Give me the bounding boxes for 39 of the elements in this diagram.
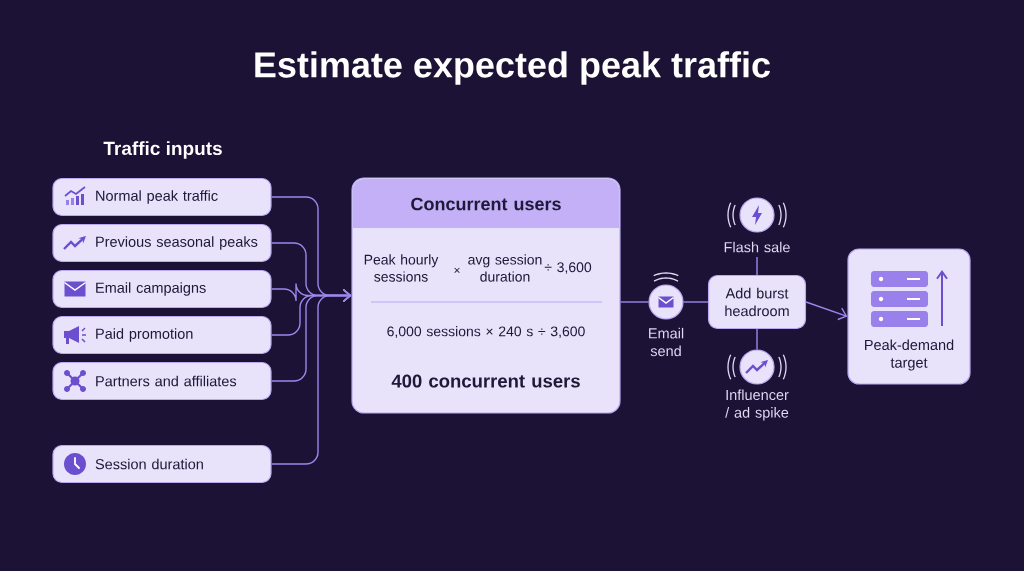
- calculation: 6,000 sessions × 240 s ÷ 3,600: [387, 326, 585, 338]
- lightning-icon: [752, 205, 762, 225]
- icon-circle: [739, 197, 775, 233]
- input-box: Email campaigns: [52, 269, 272, 309]
- formula-term: Peak hourly sessions: [364, 254, 439, 282]
- connector-line: [756, 328, 758, 351]
- input-box: Normal peak traffic: [52, 177, 272, 217]
- arrow: [805, 301, 848, 321]
- trend-arrow-icon: [63, 236, 86, 250]
- input-box: Session duration: [52, 444, 272, 484]
- process-box: Add burst headroom: [707, 274, 807, 330]
- caption: Email send: [649, 327, 684, 357]
- formula-card: [351, 177, 621, 414]
- formula-term: ÷ 3,600: [544, 262, 592, 274]
- clock-icon: [64, 453, 86, 475]
- envelope-icon: [657, 296, 675, 308]
- title: Estimate expected peak traffic: [255, 51, 770, 85]
- input-box: Paid promotion: [52, 315, 272, 355]
- operator: ×: [454, 267, 460, 273]
- chart-icon: [64, 186, 86, 205]
- card-label: Peak-demand target: [865, 339, 954, 371]
- trend-arrow-icon: [745, 360, 768, 374]
- megaphone-icon: [64, 326, 87, 344]
- arrow: [270, 288, 352, 465]
- icon-circle: [739, 349, 775, 385]
- formula-term: avg session duration: [468, 254, 542, 282]
- up-arrow-icon: [936, 270, 948, 327]
- server-stack-icon: [871, 271, 928, 327]
- section-heading: Traffic inputs: [103, 141, 222, 159]
- network-icon: [64, 370, 86, 392]
- heading: Concurrent users: [411, 197, 561, 211]
- connector-line: [619, 301, 650, 303]
- result: 400 concurrent users: [391, 374, 580, 388]
- input-box: Previous seasonal peaks: [52, 223, 272, 263]
- input-box: Partners and affiliates: [52, 361, 272, 401]
- connector-line: [682, 301, 709, 303]
- caption: Flash sale: [724, 241, 790, 253]
- connector-line: [756, 256, 758, 276]
- caption: Influencer / ad spike: [725, 389, 789, 421]
